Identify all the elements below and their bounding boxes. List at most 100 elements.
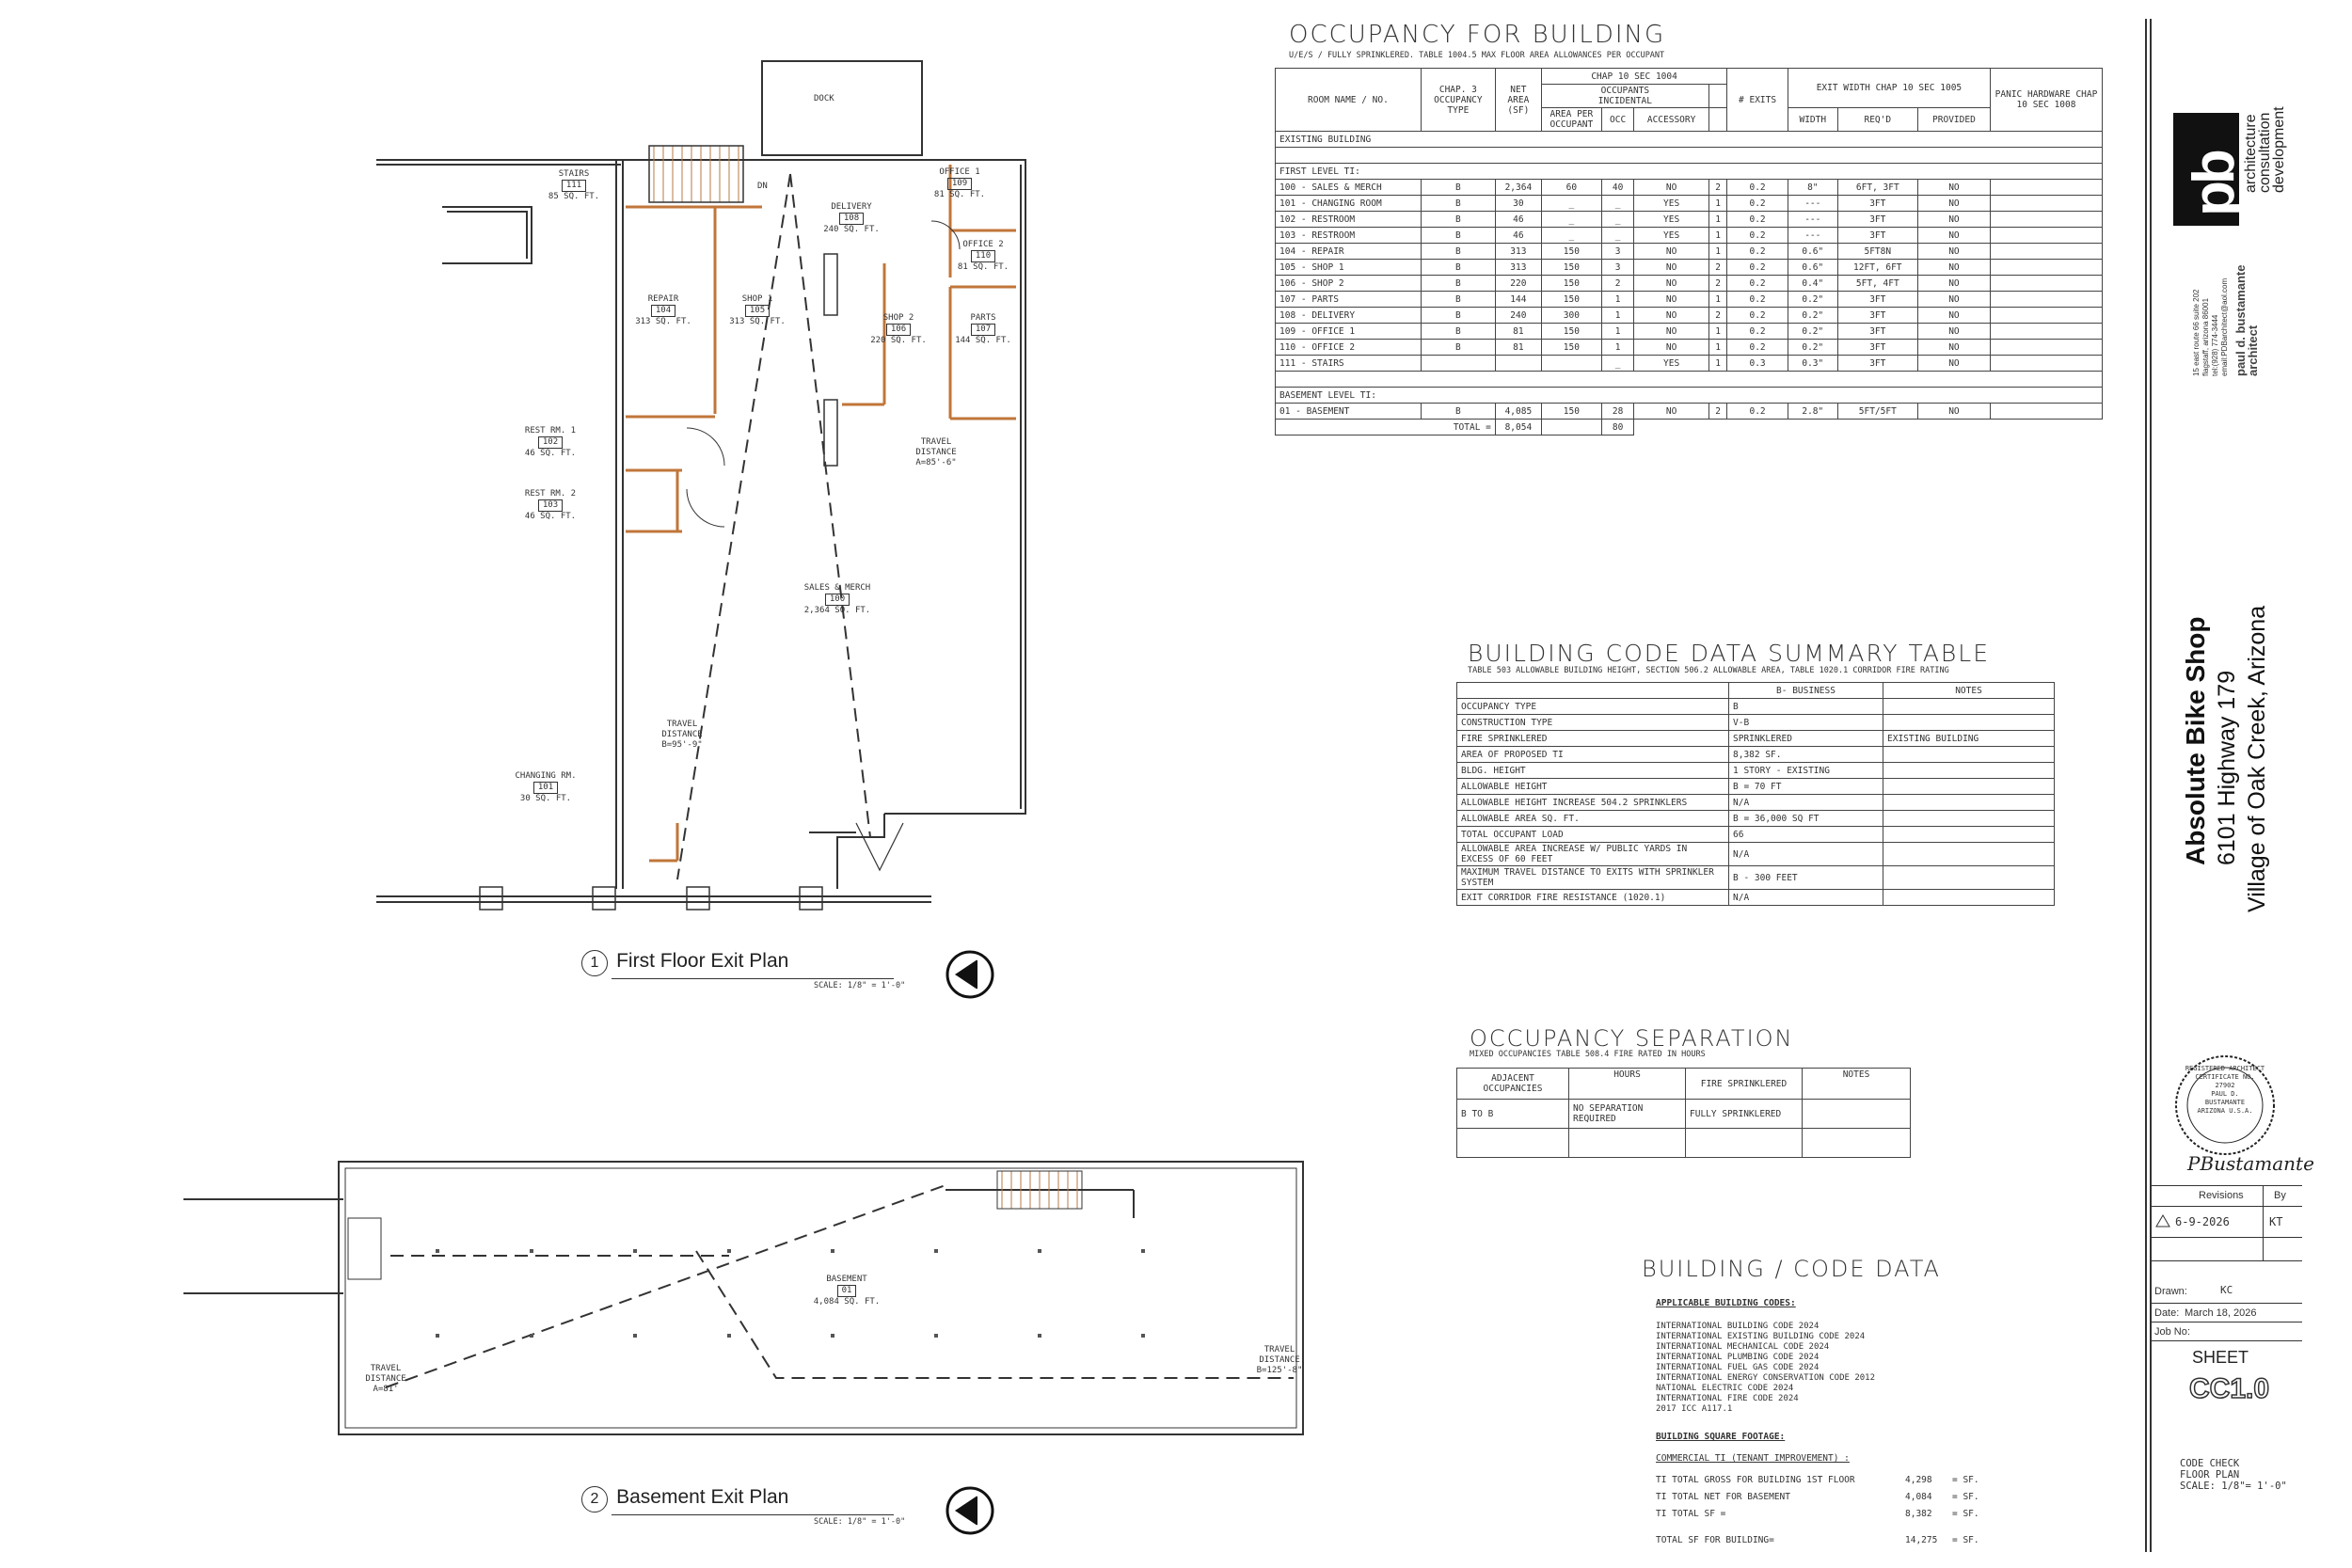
occ-cell: 2 <box>1600 275 1635 292</box>
occ-cell: 111 - STAIRS <box>1275 355 1422 372</box>
seal-line-0: REGISTERED ARCHITECT <box>2185 1065 2265 1072</box>
cs-cell <box>1883 889 2055 906</box>
occ-pad <box>1990 259 2103 276</box>
occ-h-incidental-text: INCIDENTAL <box>1597 96 1652 106</box>
occ-h-room: ROOM NAME / NO. <box>1275 68 1422 132</box>
footage-label: TI TOTAL GROSS FOR BUILDING 1ST FLOOR <box>1656 1475 1855 1485</box>
architect-line-1: architect <box>2246 325 2260 376</box>
room-stairs-area: 85 SQ. FT. <box>548 192 600 201</box>
room-repair-area: 313 SQ. FT. <box>635 317 691 326</box>
occ-cell: B <box>1420 291 1496 308</box>
occ-cell: 0.6" <box>1787 259 1838 276</box>
firm-address: 15 east route 66 suite 202 flagstaff, ar… <box>2192 278 2230 376</box>
cs-cell: 66 <box>1728 826 1883 843</box>
occ-cell: 109 - OFFICE 1 <box>1275 323 1422 340</box>
tb-line-1 <box>2150 1185 2302 1186</box>
occ-cell: NO <box>1916 227 1992 244</box>
occ-b-pad <box>1990 403 2103 420</box>
occ-cell: NO <box>1633 275 1709 292</box>
occ-cell: NO <box>1916 179 1992 196</box>
sheet-desc: CODE CHECK FLOOR PLAN SCALE: 1/8"= 1'-0" <box>2180 1458 2287 1492</box>
code-item: INTERNATIONAL MECHANICAL CODE 2024 <box>1656 1342 1830 1352</box>
room-sales: SALES & MERCH 100 2,364 SQ. FT. <box>795 583 880 616</box>
dock-label: DOCK <box>814 94 834 103</box>
occ-cell: 107 - PARTS <box>1275 291 1422 308</box>
firm-line-2: development <box>2271 106 2287 193</box>
occ-cell: 1 <box>1708 323 1728 340</box>
occ-cell: NO <box>1633 243 1709 260</box>
occ-cell: --- <box>1787 195 1838 212</box>
occ-cell: 0.2 <box>1726 195 1788 212</box>
cs-cell <box>1883 762 2055 779</box>
cs-cell <box>1883 714 2055 731</box>
occ-cell: NO <box>1633 323 1709 340</box>
room-changing: CHANGING RM. 101 30 SQ. FT. <box>508 771 583 804</box>
sep-r-3 <box>1802 1099 1911 1129</box>
occ-cell: 46 <box>1494 211 1542 228</box>
cs-cell: N/A <box>1728 794 1883 811</box>
cs-cell: MAXIMUM TRAVEL DISTANCE TO EXITS WITH SP… <box>1456 865 1729 890</box>
revision-date: 6-9-2026 <box>2175 1215 2230 1228</box>
sheet-desc-1: FLOOR PLAN <box>2180 1469 2240 1481</box>
occ-pad <box>1990 275 2103 292</box>
room-rest2-name: REST RM. 2 <box>524 489 577 499</box>
travel-a-line2: DISTANCE <box>915 448 957 457</box>
occ-cell: NO <box>1916 275 1992 292</box>
sheet-desc-2: SCALE: 1/8"= 1'-0" <box>2180 1481 2287 1492</box>
room-changing-name: CHANGING RM. <box>515 771 577 781</box>
occ-cell: 2 <box>1708 259 1728 276</box>
occ-cell: NO <box>1633 291 1709 308</box>
sep-r-1: NO SEPARATION REQUIRED <box>1568 1099 1686 1129</box>
room-office2-name: OFFICE 2 <box>962 240 1004 249</box>
occ-cell: 2 <box>1708 179 1728 196</box>
occ-header-row3: AREA PER OCCUPANT OCC ACCESSORY WIDTH RE… <box>1276 107 2103 132</box>
cs-cell: SPRINKLERED <box>1728 730 1883 747</box>
occ-cell: 1 <box>1600 339 1635 356</box>
room-sales-number: 100 <box>824 594 850 606</box>
date-value: March 18, 2026 <box>2185 1307 2257 1319</box>
occ-cell: 150 <box>1540 243 1602 260</box>
travel-a-line1: TRAVEL <box>920 437 952 447</box>
occ-pad <box>1990 243 2103 260</box>
sep-h-1: HOURS <box>1568 1068 1686 1100</box>
occ-cell: B <box>1420 179 1496 196</box>
occ-cell: 102 - RESTROOM <box>1275 211 1422 228</box>
occ-cell: 3FT <box>1836 227 1918 244</box>
occ-cell: 3FT <box>1836 211 1918 228</box>
occ-total-pad <box>1634 420 2103 436</box>
tb-line-6 <box>2150 1322 2302 1323</box>
sep-blank <box>1456 1128 1911 1158</box>
code-item: NATIONAL ELECTRIC CODE 2024 <box>1656 1384 1794 1393</box>
occ-pad <box>1990 211 2103 228</box>
travel-b-line2: DISTANCE <box>661 730 703 739</box>
cs-cell: B = 36,000 SQ FT <box>1728 810 1883 827</box>
occ-pad <box>1990 323 2103 340</box>
occ-cell: 144 <box>1494 291 1542 308</box>
occ-h-occupants-text: OCCUPANTS <box>1600 86 1650 96</box>
room-repair-number: 104 <box>650 305 676 317</box>
cs-cell <box>1883 842 2055 866</box>
room-sales-name: SALES & MERCH <box>803 583 871 593</box>
occ-cell: 1 <box>1708 355 1728 372</box>
occ-cell <box>1494 355 1542 372</box>
sep-b0 <box>1456 1128 1569 1158</box>
btravel-b-label: TRAVEL DISTANCE B=125'-8" <box>1242 1345 1317 1376</box>
occ-cell: 1 <box>1708 195 1728 212</box>
cs-cell <box>1883 778 2055 795</box>
separation-subtitle: MIXED OCCUPANCIES TABLE 508.4 FIRE RATED… <box>1470 1050 1706 1059</box>
firm-logo: pb <box>2173 113 2247 226</box>
room-parts: PARTS 107 144 SQ. FT. <box>950 313 1016 346</box>
project-title: Absolute Bike Shop <box>2181 616 2210 865</box>
occ-total-row: TOTAL = 8,054 80 <box>1275 419 2103 436</box>
cs-row: ALLOWABLE AREA SQ. FT.B = 36,000 SQ FT <box>1456 810 2055 827</box>
occ-h-areaper: AREA PER OCCUPANT <box>1540 107 1602 132</box>
seal-line-5: ARIZONA U.S.A. <box>2197 1107 2253 1115</box>
occ-cell: 104 - REPAIR <box>1275 243 1422 260</box>
cs-cell: EXIT CORRIDOR FIRE RESISTANCE (1020.1) <box>1456 889 1729 906</box>
cs-cell: CONSTRUCTION TYPE <box>1456 714 1729 731</box>
btravel-a-line3: A=81' <box>373 1385 399 1394</box>
